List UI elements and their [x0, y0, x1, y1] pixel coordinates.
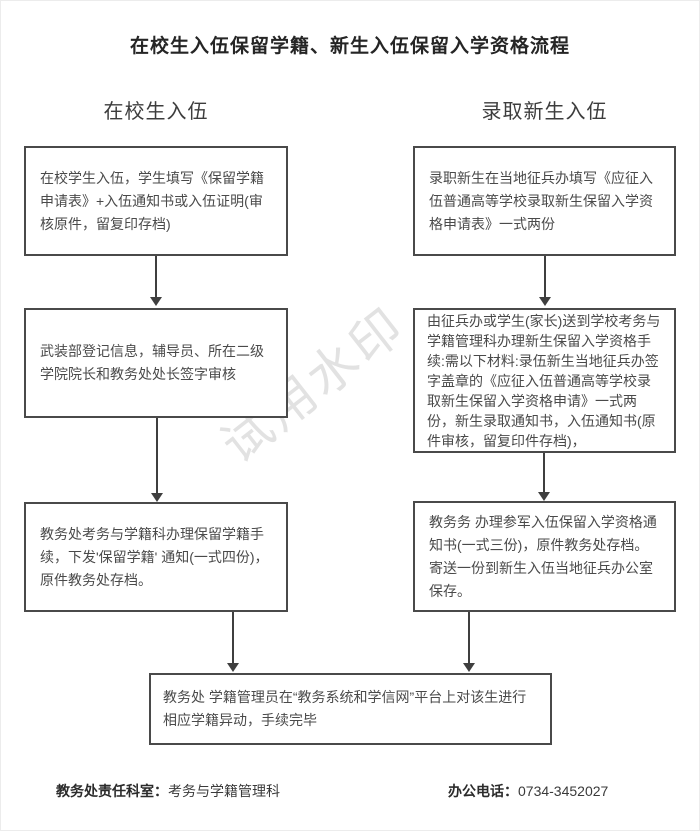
arrow-down-icon	[538, 492, 550, 501]
flow-arrow-line	[155, 256, 157, 297]
flow-step-left-3: 教务处考务与学籍科办理保留学籍手续，下发'保留学籍' 通知(一式四份)，原件教务…	[24, 502, 288, 612]
footer-department: 教务处责任科室：考务与学籍管理科	[56, 781, 280, 801]
flow-arrow-line	[156, 418, 158, 493]
flow-step-final: 教务处 学籍管理员在“教务系统和学信网”平台上对该生进行相应学籍异动，手续完毕	[149, 673, 552, 745]
flow-step-right-3: 教务务 办理参军入伍保留入学资格通知书(一式三份)，原件教务处存档。寄送一份到新…	[413, 501, 676, 612]
footer-phone: 办公电话：0734-3452027	[448, 781, 608, 801]
column-header-new-students: 录取新生入伍	[481, 101, 608, 123]
arrow-down-icon	[463, 663, 475, 672]
footer-department-label: 教务处责任科室：	[56, 783, 168, 799]
flow-step-right-1: 录职新生在当地征兵办填写《应征入伍普通高等学校录取新生保留入学资格申请表》一式两…	[413, 146, 676, 256]
flow-arrow-line	[543, 453, 545, 492]
arrow-down-icon	[150, 297, 162, 306]
flow-arrow-line	[468, 612, 470, 663]
flow-arrow-line	[544, 256, 546, 297]
footer-phone-value: 0734-3452027	[518, 783, 609, 799]
flow-step-right-2: 由征兵办或学生(家长)送到学校考务与学籍管理科办理新生保留入学资格手续:需以下材…	[413, 308, 676, 453]
arrow-down-icon	[227, 663, 239, 672]
arrow-down-icon	[539, 297, 551, 306]
footer-phone-label: 办公电话：	[448, 783, 518, 799]
arrow-down-icon	[151, 493, 163, 502]
page-title: 在校生入伍保留学籍、新生入伍保留入学资格流程	[129, 36, 570, 57]
flow-step-left-2: 武装部登记信息，辅导员、所在二级学院院长和教务处处长签字审核	[24, 308, 288, 418]
flow-step-left-1: 在校学生入伍，学生填写《保留学籍申请表》+入伍通知书或入伍证明(审核原件，留复印…	[24, 146, 288, 256]
footer-department-value: 考务与学籍管理科	[168, 783, 280, 799]
column-header-current-students: 在校生入伍	[103, 101, 209, 123]
flow-arrow-line	[232, 612, 234, 663]
